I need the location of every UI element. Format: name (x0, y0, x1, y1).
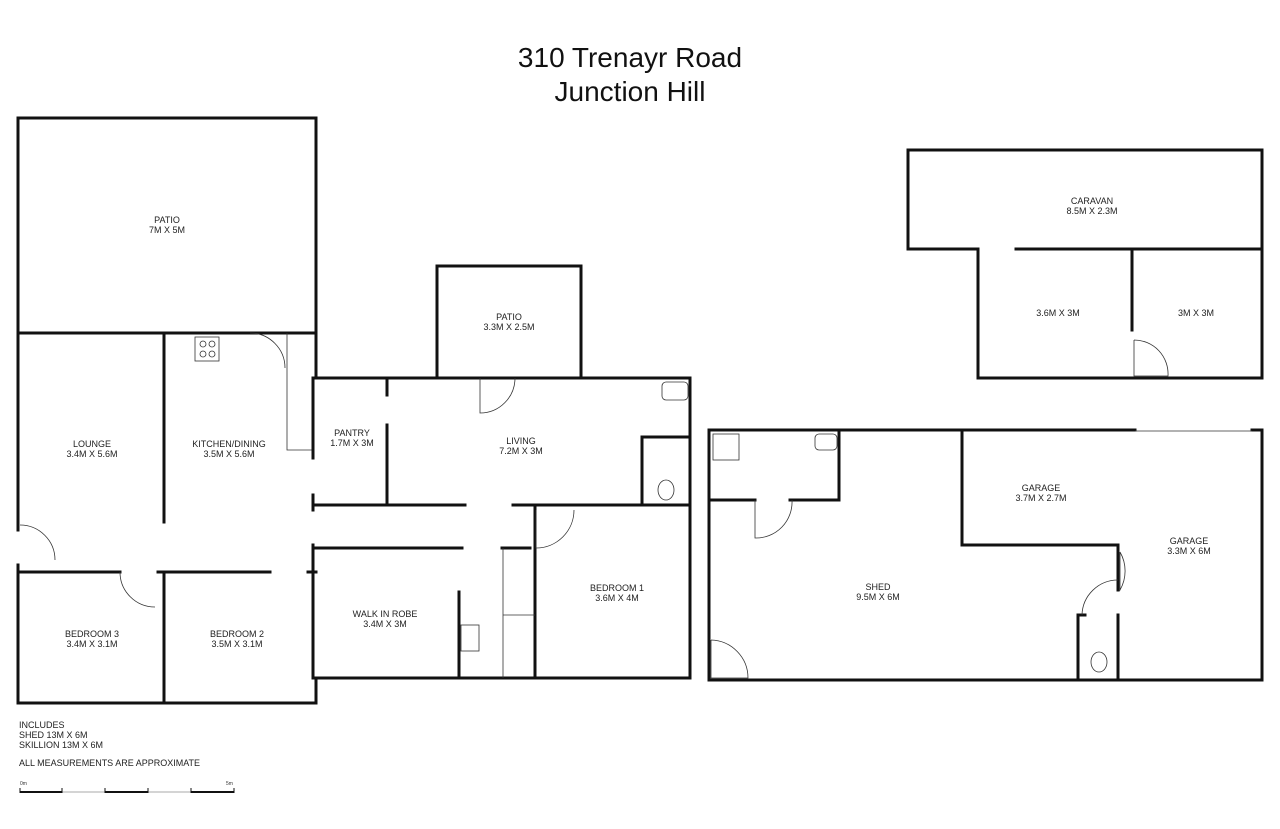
skillion-note: SKILLION 13M X 6M (19, 740, 103, 750)
room-name: SHED (865, 582, 891, 592)
room-name: BEDROOM 3 (65, 629, 119, 639)
room-name: LIVING (506, 436, 536, 446)
room-size: 3.3M X 2.5M (483, 322, 534, 332)
scale-bar: 0m 5m (19, 781, 235, 793)
caravan-walls (906, 148, 1264, 380)
room-name: WALK IN ROBE (353, 609, 418, 619)
room-name: CARAVAN (1071, 196, 1113, 206)
room-size: 3.4M X 3.1M (66, 639, 117, 649)
room-name: GARAGE (1170, 536, 1209, 546)
room-name: LOUNGE (73, 439, 111, 449)
room-size: 3.6M X 3M (1036, 308, 1080, 318)
includes-heading: INCLUDES (19, 720, 65, 730)
room-name: PATIO (154, 215, 180, 225)
room-size: 3.5M X 3.1M (211, 639, 262, 649)
room-name: GARAGE (1022, 483, 1061, 493)
room-size: 3.3M X 6M (1167, 546, 1211, 556)
house-walls (16, 116, 692, 705)
room-size: 3.5M X 5.6M (203, 449, 254, 459)
room-name: PANTRY (334, 428, 370, 438)
room-size: 3M X 3M (1178, 308, 1214, 318)
scale-end: 5m (226, 781, 233, 787)
room-size: 3.6M X 4M (595, 593, 639, 603)
address-line-2: Junction Hill (555, 76, 706, 107)
room-size: 3.4M X 3M (363, 619, 407, 629)
room-size: 9.5M X 6M (856, 592, 900, 602)
room-size: 7.2M X 3M (499, 446, 543, 456)
approx-note: ALL MEASUREMENTS ARE APPROXIMATE (19, 758, 200, 768)
room-name: BEDROOM 2 (210, 629, 264, 639)
room-size: 8.5M X 2.3M (1066, 206, 1117, 216)
address-line-1: 310 Trenayr Road (518, 42, 742, 73)
room-size: 1.7M X 3M (330, 438, 374, 448)
shed-walls (707, 428, 1264, 682)
room-size: 3.7M X 2.7M (1015, 493, 1066, 503)
shed-note: SHED 13M X 6M (19, 730, 88, 740)
room-name: PATIO (496, 312, 522, 322)
room-size: 3.4M X 5.6M (66, 449, 117, 459)
room-size: 7M X 5M (149, 225, 185, 235)
room-labels: PATIO 7M X 5M LOUNGE 3.4M X 5.6M KITCHEN… (65, 196, 1214, 649)
room-name: BEDROOM 1 (590, 583, 644, 593)
room-name: KITCHEN/DINING (192, 439, 266, 449)
scale-start: 0m (20, 781, 27, 787)
